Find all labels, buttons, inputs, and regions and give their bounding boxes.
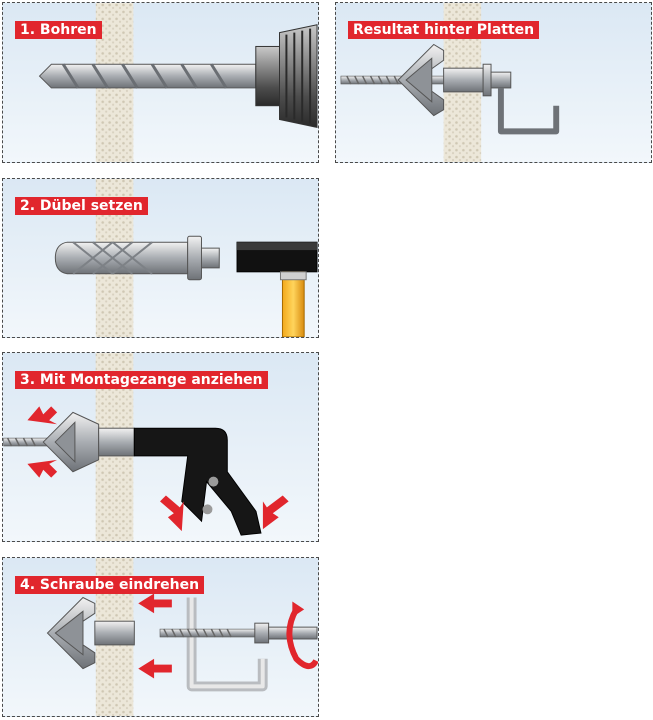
expanded-anchor-icon <box>46 596 96 670</box>
anchor-head-icon <box>187 235 220 281</box>
hook-icon <box>490 71 560 135</box>
arrow-squeeze-right-icon <box>262 495 289 530</box>
arrow-down-left-icon <box>27 459 58 478</box>
drill-illustration <box>38 3 318 162</box>
anchor-icon <box>54 241 189 275</box>
hammer-icon <box>236 241 318 337</box>
expanding-anchor-icon <box>42 411 100 473</box>
expanded-anchor-icon <box>397 43 445 117</box>
step-2-label: 2. Dübel setzen <box>15 197 148 215</box>
arrow-up-left-icon <box>27 406 58 425</box>
rotate-arrowhead-icon <box>292 601 305 618</box>
step-1-label: 1. Bohren <box>15 21 102 39</box>
result-panel: Resultat hinter Platten <box>335 2 652 163</box>
step-4-label: 4. Schraube eindrehen <box>15 576 205 594</box>
step-3-tighten-panel: 3. Mit Montagezange anziehen <box>2 352 319 542</box>
drill-bit-icon <box>38 63 257 89</box>
screw-icon <box>159 622 318 644</box>
step-1-drill-panel: 1. Bohren <box>2 2 319 163</box>
step-4-screw-in-panel: 4. Schraube eindrehen <box>2 557 319 717</box>
step-3-label: 3. Mit Montagezange anziehen <box>15 371 268 389</box>
push-arrow-icons <box>138 593 172 679</box>
result-label: Resultat hinter Platten <box>348 21 540 39</box>
setting-tool-icon <box>133 427 262 536</box>
anchor-collar <box>482 63 492 97</box>
rotate-arrow-icon <box>286 607 318 670</box>
arrow-left-upper-icon <box>138 593 172 614</box>
arrow-left-lower-icon <box>138 658 172 679</box>
direction-arrow-icons <box>27 406 289 532</box>
anchor-sleeve <box>98 427 135 457</box>
anchor-sleeve <box>94 620 135 646</box>
anchor-sleeve <box>443 67 484 93</box>
hook-icon <box>186 597 268 692</box>
step-2-set-anchor-panel: 2. Dübel setzen <box>2 178 319 338</box>
arrow-squeeze-left-icon <box>160 495 184 532</box>
drill-chuck-icon <box>255 24 318 129</box>
